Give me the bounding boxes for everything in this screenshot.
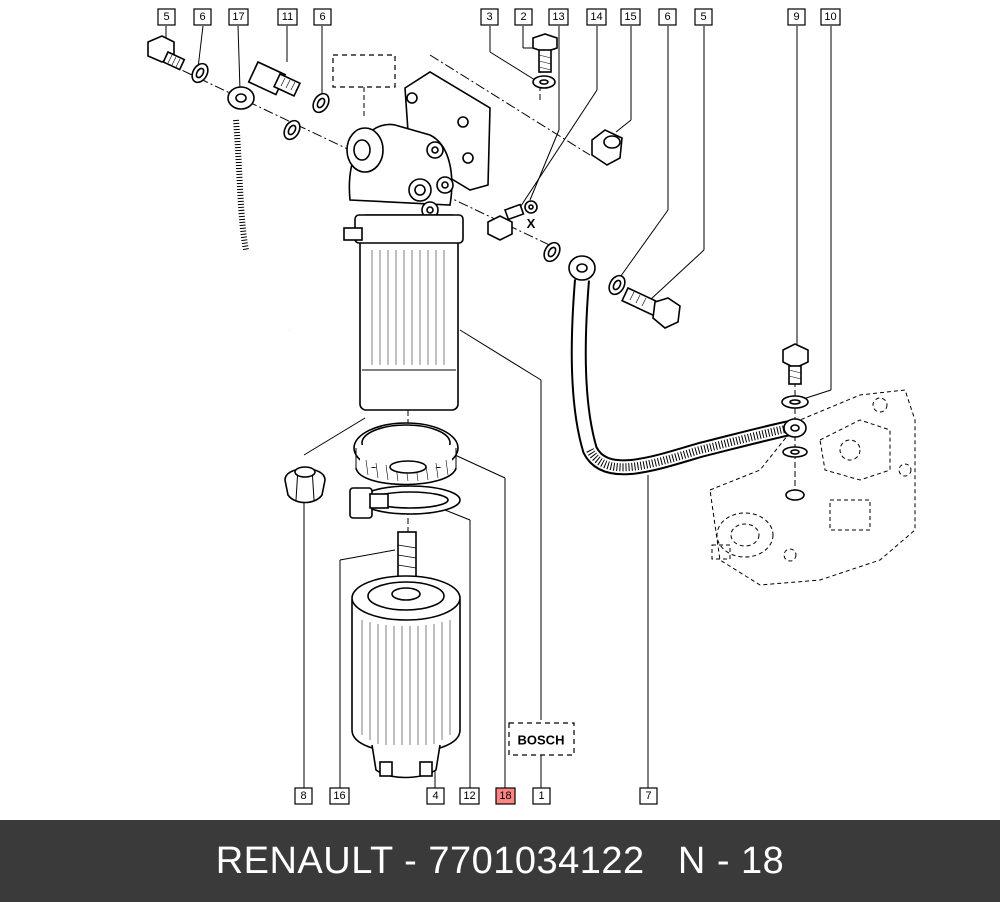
callout-4: 4 [426,787,445,805]
svg-text:7: 7 [645,790,651,802]
cap-nut [591,129,623,166]
svg-text:18: 18 [499,790,511,802]
callout-11: 11 [277,8,298,26]
part-number-title: RENAULT - 7701034122 N - 18 [215,839,785,882]
svg-text:12: 12 [463,790,475,802]
svg-text:2: 2 [520,11,526,23]
callout-6: 6 [313,8,332,26]
callout-8: 8 [294,787,313,805]
svg-text:17: 17 [232,11,244,23]
injection-pump-outline [709,389,916,586]
svg-text:14: 14 [590,11,602,23]
left-fuel-hose [227,86,294,334]
callout-3: 3 [480,8,499,26]
callout-12: 12 [459,787,480,805]
exploded-parts-diagram: X [147,8,916,805]
bosch-label: BOSCH [508,722,575,756]
hidden-component-box [332,54,396,88]
banjo-bolt-right [621,286,681,329]
footer-banner: RENAULT - 7701034122 N - 18 [0,820,1000,902]
pump-banjo-bolt [781,343,809,501]
svg-text:6: 6 [664,11,670,23]
svg-text:13: 13 [552,11,564,23]
banjo-bolt-left [147,35,186,71]
temperature-sensor [247,60,302,98]
svg-text:6: 6 [199,11,205,23]
clamp-ring [353,422,459,486]
drain-plug [284,466,326,504]
callout-6: 6 [658,8,677,26]
svg-text:15: 15 [624,11,636,23]
svg-text:16: 16 [333,790,345,802]
callout-5: 5 [694,8,713,26]
callout-2: 2 [514,8,533,26]
svg-text:4: 4 [432,790,438,802]
filter-head [346,71,491,219]
callout-6: 6 [193,8,212,26]
svg-text:1: 1 [538,790,544,802]
callout-15: 15 [620,8,641,26]
svg-text:3: 3 [486,11,492,23]
fuel-filter-cartridge [351,531,461,779]
callout-13: 13 [548,8,569,26]
svg-text:10: 10 [824,11,836,23]
leader-lines [165,25,832,788]
svg-text:9: 9 [793,11,799,23]
callout-boxes: 5 6 17 11 6 3 2 13 14 15 6 5 9 10 8 16 4… [157,8,841,805]
svg-text:8: 8 [300,790,306,802]
svg-text:5: 5 [163,11,169,23]
callout-7: 7 [639,787,658,805]
callout-9: 9 [787,8,806,26]
svg-text:6: 6 [319,11,325,23]
callout-14: 14 [586,8,607,26]
mounting-bracket [349,485,461,519]
upper-filter-housing [343,214,464,411]
x-mark-label: X [527,216,536,231]
callout-1: 1 [532,787,551,805]
svg-text:5: 5 [700,11,706,23]
callout-16: 16 [329,787,350,805]
callout-17: 17 [228,8,249,26]
callout-5: 5 [157,8,176,26]
bolt-top [532,33,558,89]
svg-text:11: 11 [282,11,293,23]
callout-10: 10 [820,8,841,26]
right-fuel-hose [568,255,792,476]
bosch-text: BOSCH [518,733,565,748]
bolt-and-washer-small: X [487,200,538,241]
washers [191,62,626,296]
callout-18-highlighted: 18 [495,787,516,805]
